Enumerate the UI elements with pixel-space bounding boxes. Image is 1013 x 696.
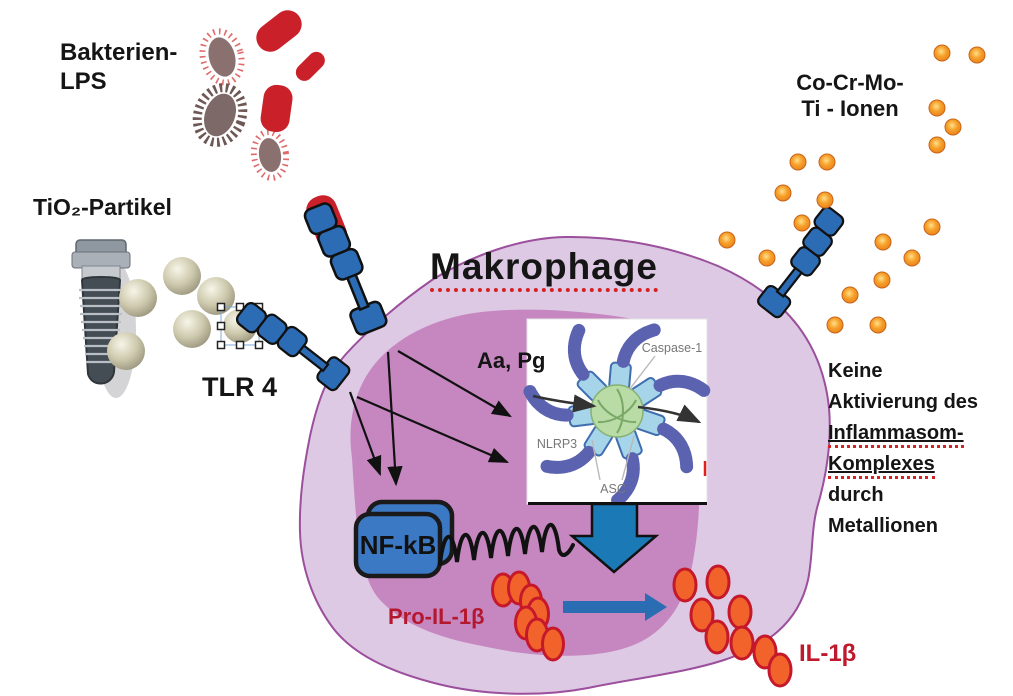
- bacteria-lps: [192, 28, 290, 181]
- pro-il1b-vesicles: [491, 570, 565, 662]
- dental-implant: [71, 239, 136, 398]
- note-line: Komplexes: [828, 449, 978, 480]
- lps-rods: [256, 10, 325, 133]
- inset-label-nlrp3: NLRP3: [537, 437, 577, 451]
- label-pro-il1b: Pro-IL-1β: [388, 604, 485, 629]
- il1b-vesicles: [672, 564, 793, 688]
- inset-entry-arrow: [532, 394, 597, 413]
- label-aa-pg: Aa, Pg: [477, 348, 546, 373]
- tlr-receptor-right: [757, 206, 845, 319]
- label-bakterien-lps: Bakterien- LPS: [60, 38, 177, 96]
- secretion-arrow: [563, 593, 667, 621]
- label-line: Bakterien-: [60, 39, 178, 66]
- signal-arrows: [348, 350, 512, 487]
- note-line: Inflammasom-: [828, 418, 978, 449]
- label-line: LPS: [60, 68, 107, 95]
- inflammasome-center: [590, 384, 644, 438]
- label-line: Co-Cr-Mo-: [796, 70, 904, 95]
- pinwheel-lines: [597, 388, 637, 434]
- label-tio2-partikel: TiO₂-Partikel: [33, 194, 172, 220]
- bacterium: [199, 28, 245, 86]
- note-underlined: Inflammasom-: [828, 422, 964, 448]
- tio2-particles: [107, 257, 257, 370]
- note-line: Keine: [828, 360, 883, 382]
- note-line: Metallionen: [828, 515, 939, 537]
- label-line: Ti - Ionen: [801, 96, 899, 121]
- inset-leader-lines: [591, 355, 656, 481]
- cell-title-text: Makrophage: [430, 246, 658, 292]
- nfkb-label: NF-kB: [360, 530, 437, 560]
- inset-exit-arrow: [637, 404, 702, 424]
- note-no-inflammasome-activation: Keine Aktivierung des Inflammasom- Kompl…: [828, 356, 978, 542]
- activation-down-arrow: [568, 502, 660, 574]
- nfkb-complex: NF-kB: [353, 499, 455, 579]
- dna-coil: [438, 522, 575, 566]
- inset-label-caspase1: Caspase-1: [642, 341, 702, 355]
- label-tlr4: TLR 4: [202, 372, 278, 402]
- note-line: durch: [828, 484, 884, 506]
- metal-ions: [718, 44, 986, 334]
- bacterium: [250, 129, 290, 181]
- tlr4-receptor: [235, 301, 351, 392]
- tlr-receptor-middle: [303, 202, 388, 336]
- cell-title: Makrophage: [430, 246, 658, 292]
- note-underlined: Komplexes: [828, 453, 935, 479]
- inset-label-asc: ASC: [600, 482, 626, 496]
- inflammasome-inset: Caspase-1 NLRP3 ASC: [523, 318, 711, 507]
- note-line: Aktivierung des: [828, 391, 979, 413]
- label-cocrmo-ionen: Co-Cr-Mo- Ti - Ionen: [772, 70, 928, 122]
- label-il1b: IL-1β: [799, 640, 857, 667]
- bacterium: [192, 83, 248, 147]
- inflammasome-complex: [523, 323, 711, 507]
